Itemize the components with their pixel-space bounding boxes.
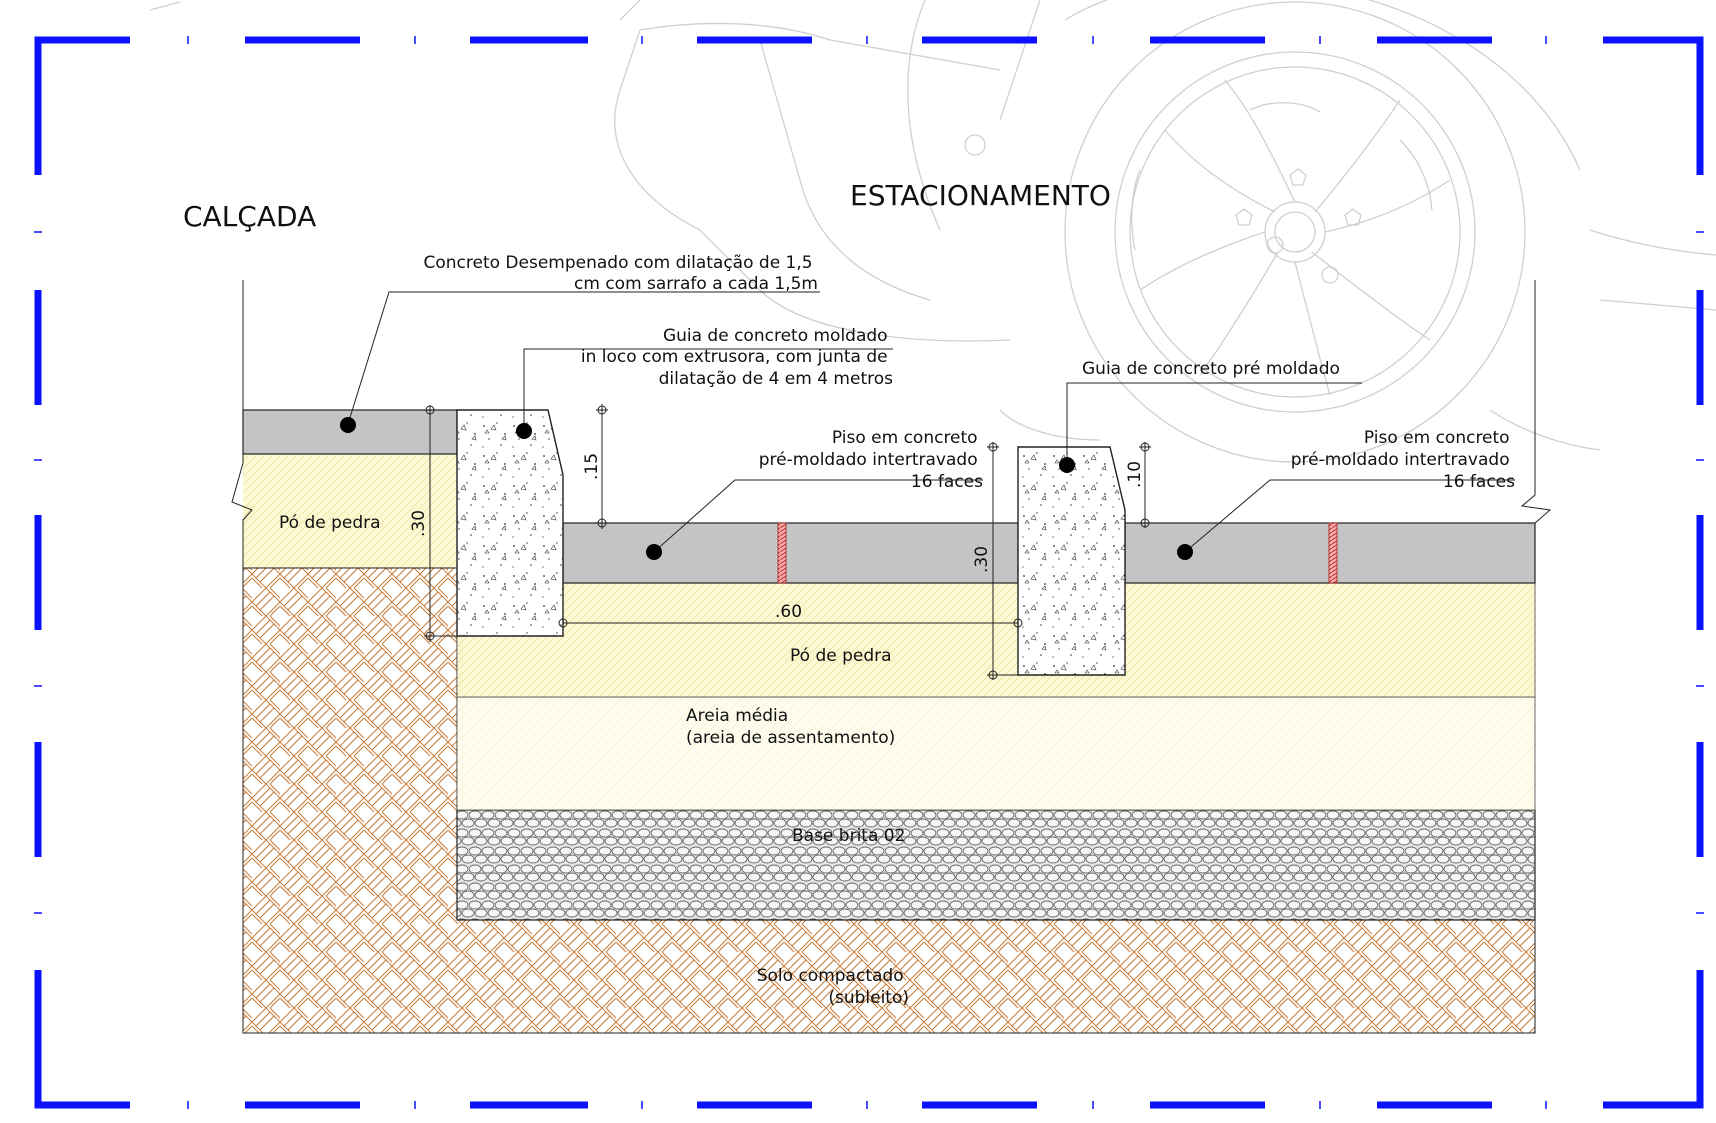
precast-curb bbox=[1017, 446, 1126, 676]
drawing-frame bbox=[34, 36, 1704, 1109]
label-paver-left: Piso em concreto pré-moldado intertravad… bbox=[759, 428, 983, 492]
cast-curb bbox=[456, 409, 564, 637]
dimension-lines bbox=[424, 404, 1151, 680]
title-parking: ESTACIONAMENTO bbox=[850, 179, 1111, 212]
label-cast-curb: Guia de concreto moldado in loco com ext… bbox=[581, 326, 893, 389]
label-stone-dust-sidewalk: Pó de pedra bbox=[279, 513, 381, 533]
title-sidewalk: CALÇADA bbox=[183, 200, 316, 233]
leader-dot-cast-curb bbox=[516, 423, 532, 439]
expansion-joint-left bbox=[777, 522, 787, 584]
section-layers bbox=[231, 280, 1552, 1034]
dim-cast-curb-rise: .15 bbox=[582, 453, 602, 480]
label-stone-dust-parking: Pó de pedra bbox=[790, 646, 892, 666]
label-sidewalk-concrete: Concreto Desempenado com dilatação de 1,… bbox=[423, 253, 818, 294]
label-paver-right: Piso em concreto pré-moldado intertravad… bbox=[1291, 428, 1515, 492]
layer-medium-sand bbox=[456, 696, 1536, 811]
layer-paver-left bbox=[562, 522, 1019, 584]
label-compacted-soil: Solo compactado (subleito) bbox=[757, 966, 909, 1008]
label-gravel-base: Base brita 02 bbox=[792, 826, 905, 846]
dim-precast-curb-height: .30 bbox=[972, 546, 992, 573]
label-precast-curb: Guia de concreto pré moldado bbox=[1082, 359, 1340, 379]
label-medium-sand: Areia média (areia de assentamento) bbox=[686, 706, 895, 748]
background-car-watermark bbox=[149, 0, 1716, 463]
dim-sidewalk-depth: .30 bbox=[409, 510, 429, 537]
expansion-joint-right bbox=[1328, 522, 1338, 584]
layer-gravel-base bbox=[456, 809, 1536, 921]
dim-curb-spacing: .60 bbox=[775, 602, 802, 622]
dim-precast-curb-rise: .10 bbox=[1125, 461, 1145, 488]
leader-dot-paver-left bbox=[646, 544, 662, 560]
layer-stone-dust-sidewalk bbox=[243, 454, 457, 568]
leader-dot-precast-curb bbox=[1059, 457, 1075, 473]
leader-dot-paver-right bbox=[1177, 544, 1193, 560]
leaders bbox=[340, 291, 1515, 560]
leader-dot-sidewalk-concrete bbox=[340, 417, 356, 433]
layer-stone-dust-parking bbox=[456, 582, 1536, 698]
